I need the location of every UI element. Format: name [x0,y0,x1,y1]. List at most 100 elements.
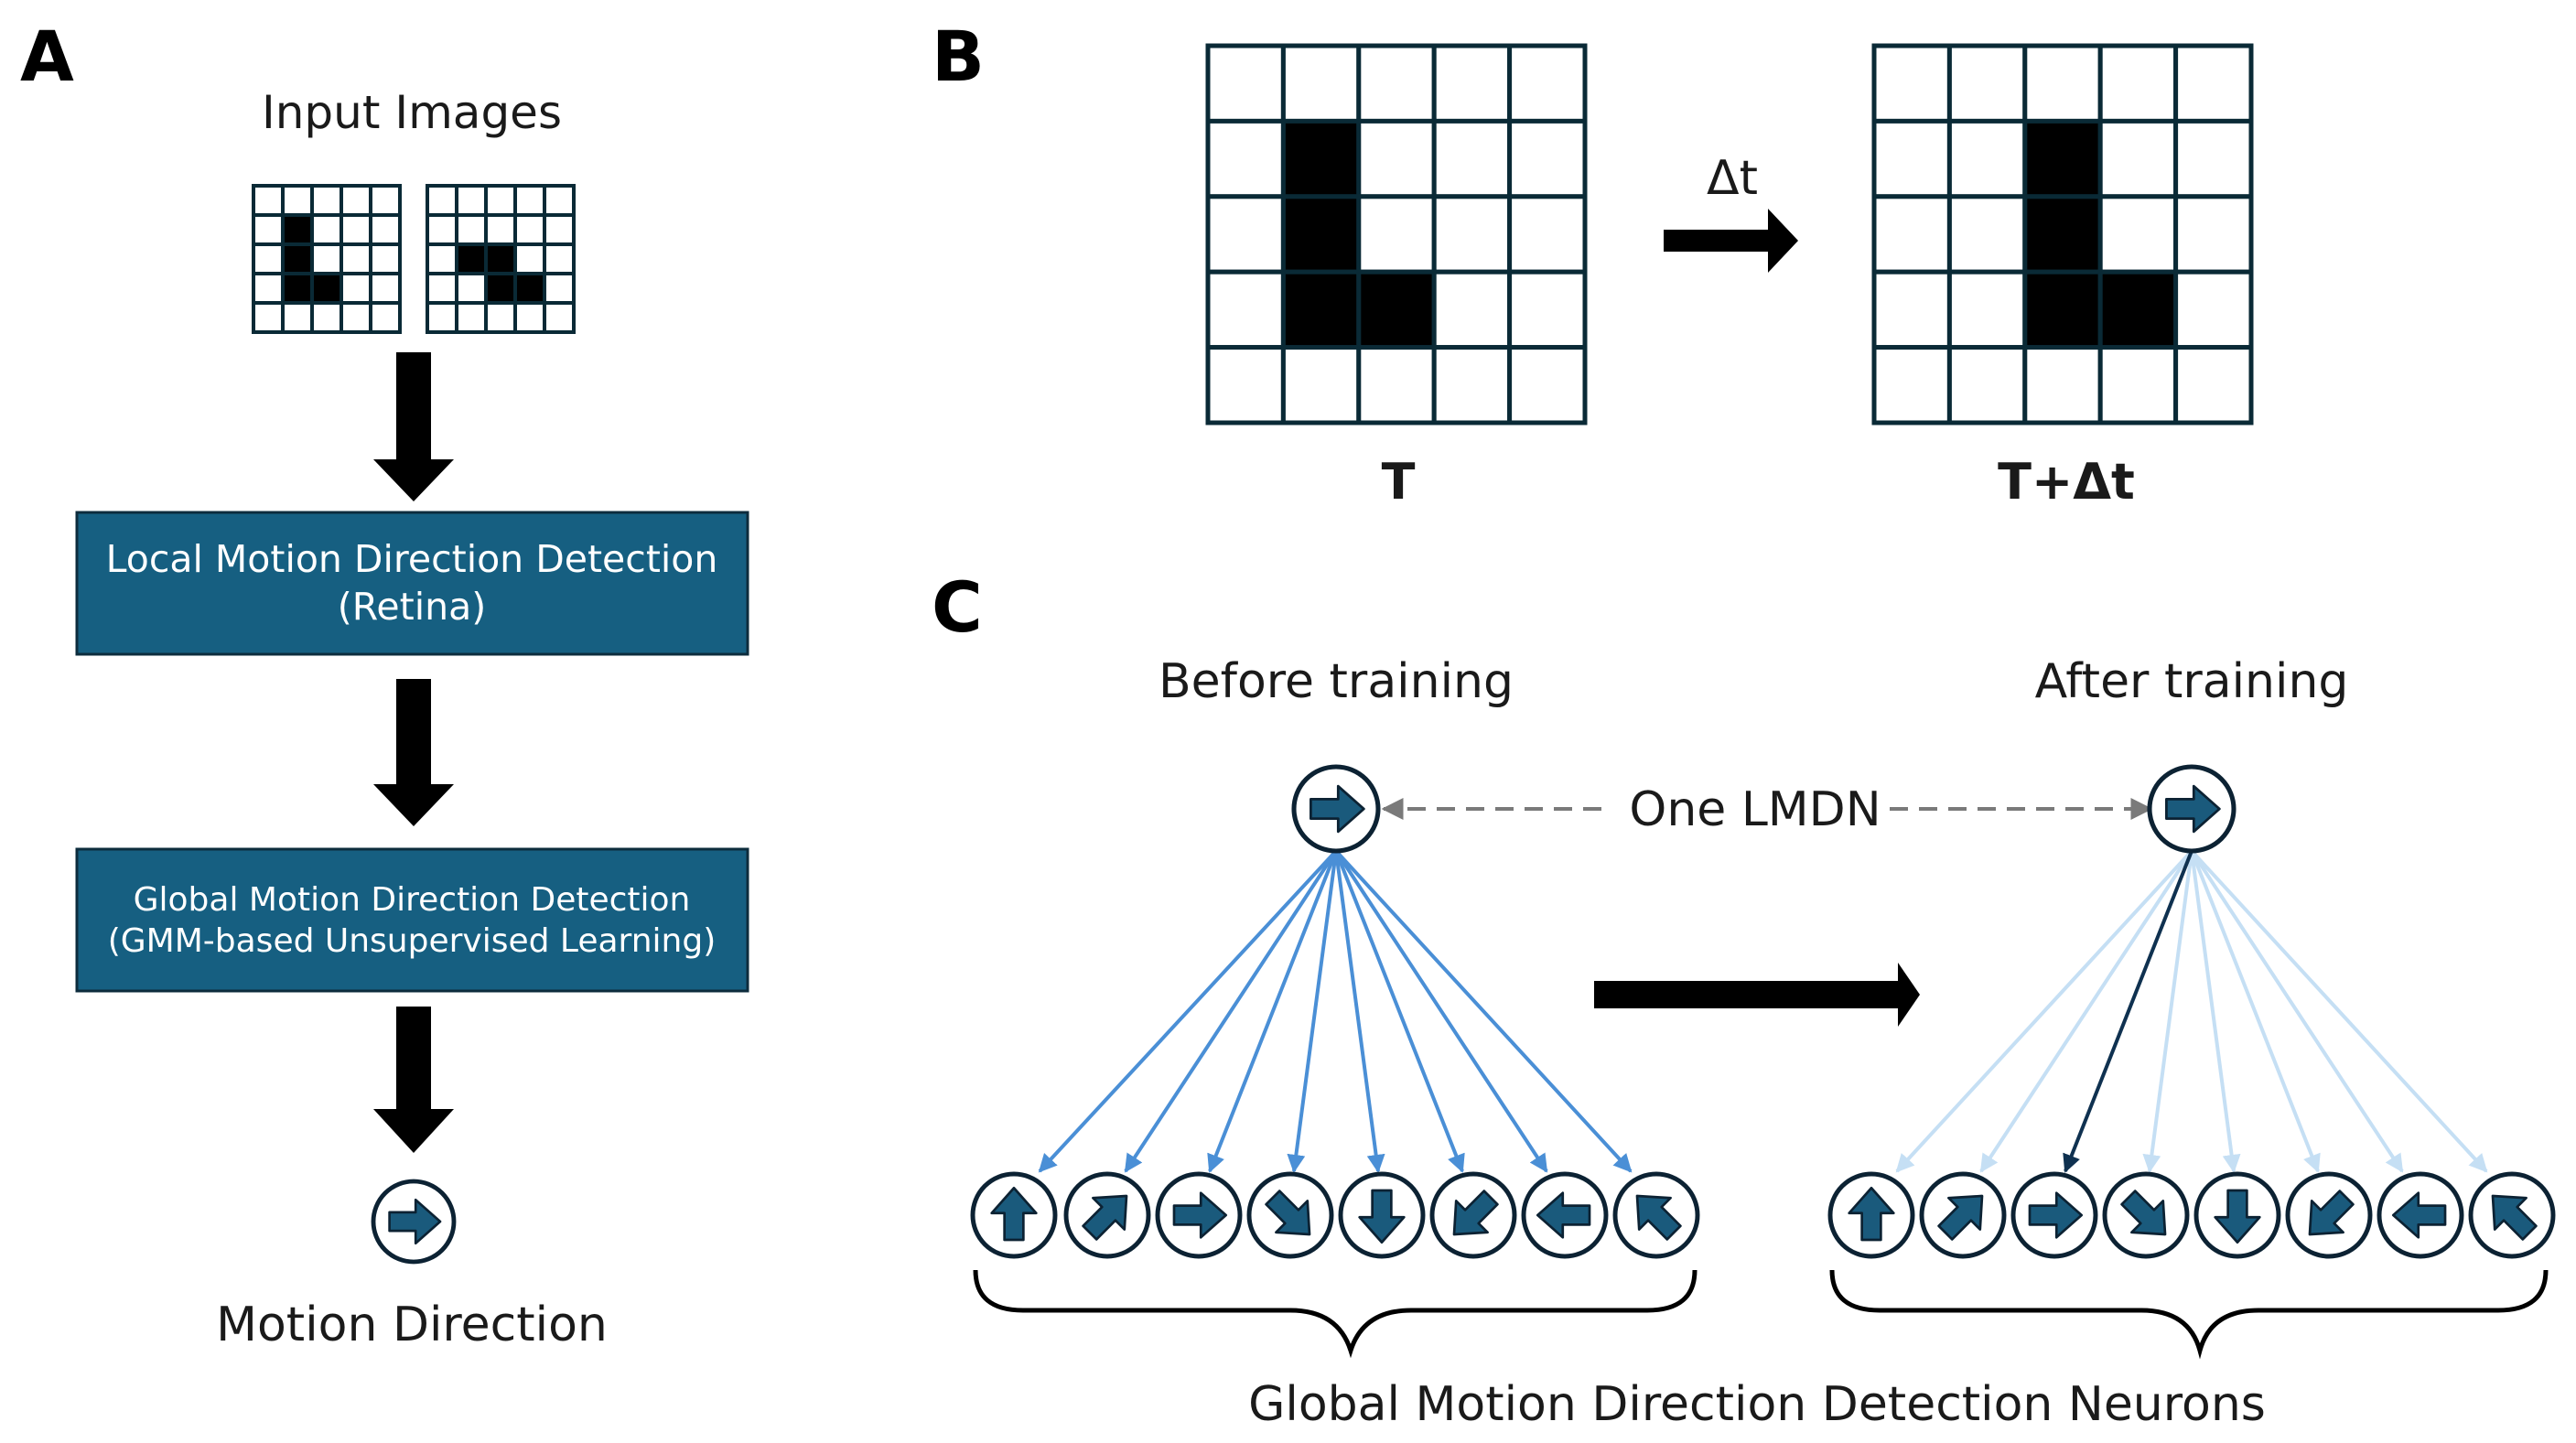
frame-t-dt-filled-cell [2097,269,2179,350]
global-detection-box: Global Motion Direction Detection (GMM-b… [75,847,749,993]
frame-t-cell [1356,118,1437,199]
before-connection-down-left [1334,850,1465,1173]
frame-t-cell [1431,269,1513,350]
input-frame-1-cell [252,213,285,246]
frame-t-dt-cell [1871,345,1952,425]
frame-t-dt-cell [1871,118,1952,199]
input-frame-1-cell [369,242,402,275]
frame-t-cell [1507,118,1588,199]
right-arrow-icon [1155,1171,1243,1259]
up-right-arrow-icon [1063,1171,1151,1259]
frame-t-cell [1431,118,1513,199]
input-frame-2-cell [426,301,458,334]
input-frame-1-cell [252,301,285,334]
up-left-arrow-icon [1612,1171,1700,1259]
input-frame-2-cell [543,213,576,246]
frame-t-dt-cell [2173,345,2254,425]
global-detection-line-1: Global Motion Direction Detection [134,881,691,919]
left-arrow-icon [2377,1171,2464,1259]
frame-t-cell [1507,345,1588,425]
input-frame-1-cell [252,242,285,275]
frame-t-dt-cell [2022,43,2103,124]
frame-t-dt-filled-cell [2022,118,2103,199]
frame-t-dt-cell [1946,43,2028,124]
frame-t-dt-cell [1946,118,2028,199]
frame-t-cell [1205,118,1286,199]
right-arrow-icon [2147,764,2236,854]
before-group-brace [973,1269,1698,1359]
flow-arrow-1 [373,352,454,501]
input-frame-2-cell [455,184,488,217]
flow-arrow-3 [373,1007,454,1153]
input-frame-1-cell [281,301,314,334]
input-frame-1-cell [281,184,314,217]
frame-t-cell [1431,43,1513,124]
panel-c-label: C [932,566,983,648]
one-lmdn-label: One LMDN [1629,782,1881,837]
input-frame-1-filled-cell [281,242,314,275]
after-group-brace [1829,1269,2549,1360]
input-frame-1-cell [310,213,343,246]
right-arrow-icon [2010,1171,2098,1259]
after-connection-up-right [1979,849,2193,1173]
input-frame-2-cell [543,272,576,305]
frame-t-cell [1205,43,1286,124]
lmdn-link: One LMDN [1381,782,2153,837]
panel-b: B Δt T T+Δt [932,16,2254,511]
after-connection-down-right [2142,850,2193,1173]
frame-t-dt-cell [2173,269,2254,350]
input-frame-2-cell [426,213,458,246]
input-frame-2-filled-cell [455,242,488,275]
input-frame-1-filled-cell [310,272,343,305]
frame-t-cell [1205,345,1286,425]
frame-t-filled-cell [1356,269,1437,350]
frame-t-dt-cell [2173,43,2254,124]
before-connection-down [1334,850,1385,1173]
input-frame-1-cell [369,213,402,246]
panel-c: C Before training After training One LMD… [932,566,2556,1432]
input-frame-2-cell [426,184,458,217]
panel-a-label: A [20,16,74,97]
input-frame-2-cell [543,184,576,217]
before-connection-right [1207,850,1338,1173]
input-frame-1-cell [369,272,402,305]
frame-t-dt-cell [1946,345,2028,425]
after-connection-left [2190,849,2404,1173]
down-right-arrow-icon [1246,1171,1334,1259]
local-detection-line-1: Local Motion Direction Detection [106,537,718,581]
frame-t-cell [1431,345,1513,425]
frame-t-dt-cell [2173,118,2254,199]
input-frame-1-cell [252,272,285,305]
up-right-arrow-icon [1919,1171,2007,1259]
input-frame-1-cell [369,301,402,334]
up-arrow-icon [970,1171,1058,1259]
gmdn-caption: Global Motion Direction Detection Neuron… [1248,1377,2266,1432]
before-connection-up-left [1334,849,1633,1173]
after-connection-right-strong [2063,850,2193,1173]
before-lmdn-icon [1291,764,1381,854]
frame-t-filled-cell [1280,194,1362,275]
input-frame-2-cell [455,301,488,334]
right-arrow-icon [1291,764,1381,854]
down-left-arrow-icon [1429,1171,1517,1259]
right-arrow-icon [371,1179,457,1265]
frame-t-cell [1280,43,1362,124]
frame-t-cell [1507,43,1588,124]
input-frame-1-cell [310,301,343,334]
input-images-title: Input Images [262,86,562,139]
down-left-arrow-icon [2285,1171,2373,1259]
training-arrow [1594,963,1920,1027]
frame-t-dt-label: T+Δt [1998,453,2135,511]
frame-t-dt-cell [2097,118,2179,199]
input-frame-1-cell [340,213,372,246]
input-frame-2-filled-cell [484,242,517,275]
before-connection-left [1334,849,1548,1173]
input-frame-1-cell [310,242,343,275]
input-frame-2-cell [513,301,546,334]
flow-arrow-2 [373,679,454,826]
left-arrow-icon [1521,1171,1609,1259]
input-frame-1-filled-cell [281,213,314,246]
time-step-arrow [1664,209,1798,273]
frame-t-dt-cell [2022,345,2103,425]
input-image-frame-2 [426,184,576,334]
